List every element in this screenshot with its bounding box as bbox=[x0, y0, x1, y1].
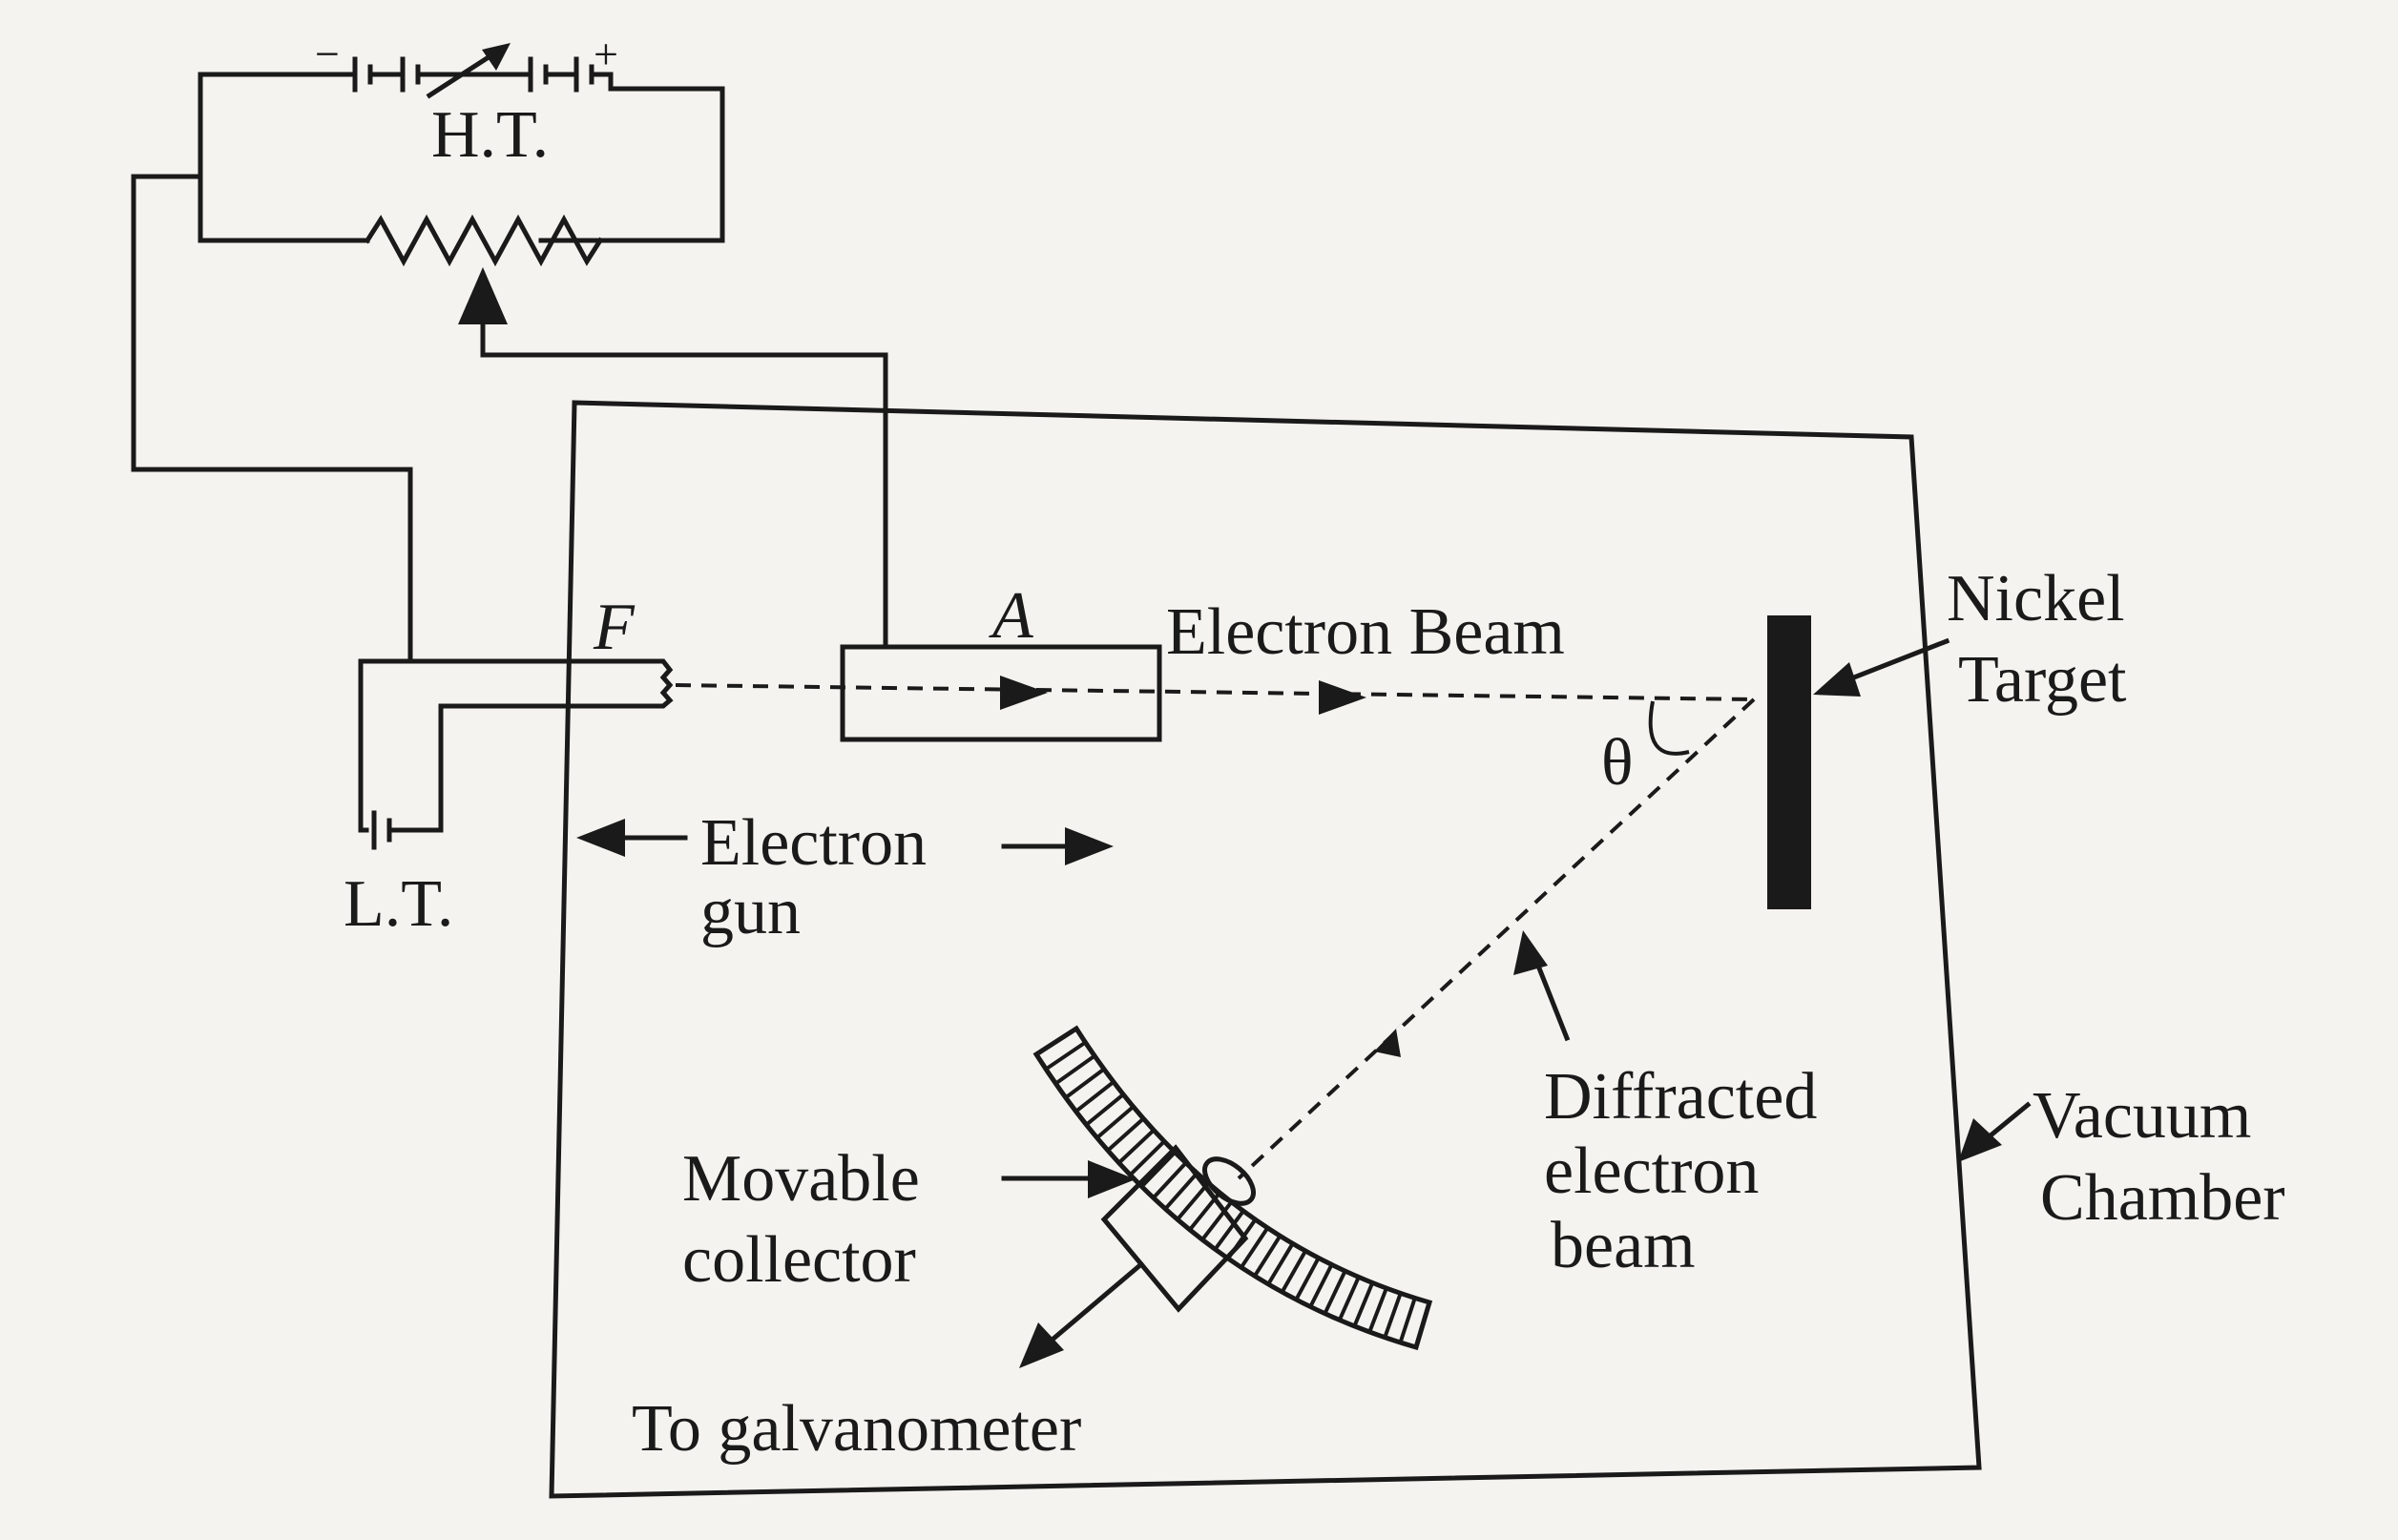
rheostat-slider bbox=[458, 267, 888, 647]
ht-minus-sign: − bbox=[315, 30, 340, 78]
scale-tick bbox=[1367, 1287, 1388, 1333]
scale-tick bbox=[1280, 1250, 1307, 1294]
scale-tick bbox=[1294, 1257, 1321, 1301]
scale-tick bbox=[1085, 1093, 1125, 1127]
scale-tick bbox=[1337, 1276, 1361, 1321]
vacuum-label-line2: Chamber bbox=[2040, 1161, 2285, 1235]
ht-to-filament-wire bbox=[131, 174, 413, 664]
ht-battery bbox=[341, 56, 614, 93]
galvanometer-label: To galvanometer bbox=[632, 1392, 1081, 1466]
scale-tick bbox=[1095, 1105, 1135, 1139]
ht-circuit: − + H.T. bbox=[198, 30, 888, 647]
scale-tick bbox=[1200, 1200, 1234, 1241]
electron-gun-label-line1: Electron bbox=[700, 806, 927, 880]
scale-tick bbox=[1398, 1297, 1417, 1343]
ht-loop-wire bbox=[198, 72, 725, 267]
diffracted-label-line3: beam bbox=[1551, 1209, 1696, 1282]
theta-angle-arc bbox=[1648, 700, 1690, 756]
vacuum-chamber-pointer bbox=[1958, 1101, 2032, 1162]
anode-label: A bbox=[989, 579, 1033, 653]
scale-tick bbox=[1213, 1209, 1245, 1251]
scale-tick bbox=[1074, 1080, 1116, 1113]
scale-tick bbox=[1253, 1235, 1282, 1278]
nickel-target-pointer bbox=[1813, 637, 1950, 697]
collector-pointer bbox=[1001, 1160, 1136, 1198]
scale-tick bbox=[1308, 1263, 1334, 1308]
lt-circuit: L.T. bbox=[131, 174, 652, 941]
scale-tick bbox=[1352, 1281, 1375, 1327]
scale-tick bbox=[1266, 1242, 1295, 1285]
diffracted-label-line2: electron bbox=[1544, 1134, 1759, 1208]
nickel-target bbox=[1767, 615, 1811, 909]
galvanometer-arrow bbox=[1019, 1260, 1145, 1368]
ht-label: H.T. bbox=[431, 98, 549, 172]
lt-outer-wire bbox=[358, 658, 652, 833]
electron-gun-label-line2: gun bbox=[700, 875, 801, 948]
electron-gun-span bbox=[576, 819, 1114, 865]
scale-tick bbox=[1152, 1161, 1188, 1199]
diffracted-electron-beam bbox=[1237, 697, 1756, 1180]
collector-label-line1: Movable bbox=[682, 1142, 920, 1216]
scale-tick bbox=[1106, 1116, 1145, 1153]
scale-tick bbox=[1323, 1270, 1347, 1315]
scale-tick bbox=[1140, 1151, 1177, 1188]
diffracted-label-line1: Diffracted bbox=[1544, 1060, 1817, 1134]
anode-cylinder bbox=[840, 644, 1162, 742]
scale-tick bbox=[1383, 1292, 1403, 1339]
ht-plus-sign: + bbox=[594, 30, 618, 78]
electron-beam-label: Electron Beam bbox=[1166, 595, 1565, 669]
scale-tick bbox=[1054, 1054, 1096, 1086]
nickel-target-label-line2: Target bbox=[1958, 643, 2127, 717]
collector-label-line2: collector bbox=[682, 1223, 916, 1297]
scale-tick bbox=[1240, 1226, 1270, 1269]
filament-label: F bbox=[593, 591, 636, 664]
scale-tick bbox=[1128, 1139, 1166, 1176]
theta-label: θ bbox=[1601, 726, 1634, 800]
diffracted-beam-pointer bbox=[1513, 930, 1571, 1042]
scale-tick bbox=[1064, 1067, 1106, 1099]
nickel-target-label-line1: Nickel bbox=[1947, 562, 2125, 635]
scale-tick bbox=[1163, 1172, 1199, 1211]
lt-battery bbox=[371, 810, 413, 850]
scale-tick bbox=[1176, 1181, 1210, 1221]
filament-coil bbox=[646, 658, 674, 709]
incident-electron-beam bbox=[675, 676, 1755, 715]
ht-variable-arrow bbox=[426, 43, 511, 99]
vacuum-chamber-wall bbox=[549, 400, 1982, 1499]
scale-tick bbox=[1117, 1128, 1156, 1165]
lt-label: L.T. bbox=[344, 867, 453, 941]
scale-tick bbox=[1044, 1040, 1087, 1072]
collector-cup bbox=[1100, 1144, 1256, 1313]
lt-inner-wire bbox=[407, 703, 652, 833]
vacuum-label-line1: Vacuum bbox=[2033, 1079, 2251, 1153]
